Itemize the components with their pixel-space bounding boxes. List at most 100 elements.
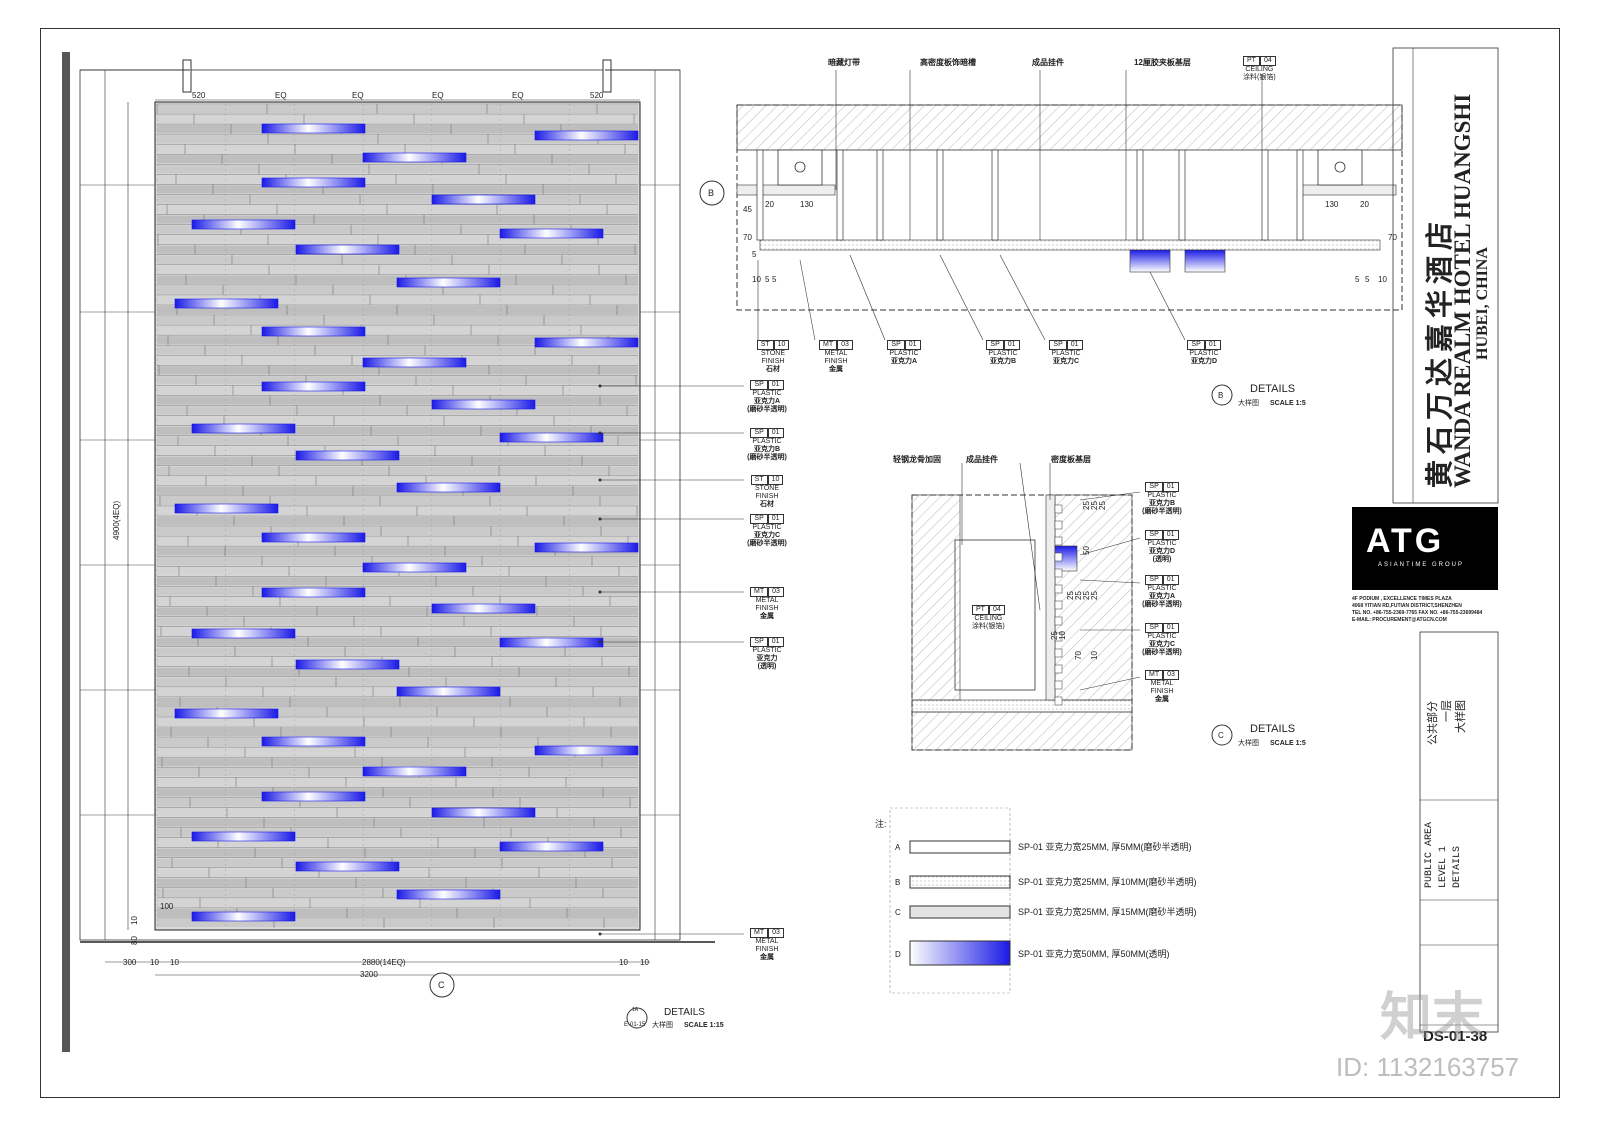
detail-b-tag-code: SP xyxy=(1049,340,1067,350)
acrylic-d-bar xyxy=(534,745,639,756)
slat-band xyxy=(157,798,638,807)
detail-c-slat-profile xyxy=(1054,680,1063,690)
detail-b-dim-2: 130 xyxy=(800,200,814,209)
slat-band xyxy=(157,597,638,606)
detail-c-top-label-0: 轻钢龙骨加固 xyxy=(893,455,941,464)
detail-b-dim-5: 5 xyxy=(765,275,770,284)
detail-b-mark: B xyxy=(1218,391,1224,400)
callout-cn: 亚克力A xyxy=(753,398,781,405)
slat-band xyxy=(157,235,638,244)
detail-b-frame xyxy=(736,104,1403,311)
detail-b-leaders xyxy=(757,70,1263,341)
acrylic-d-bars xyxy=(174,123,639,922)
detail-b-tag-code: SP xyxy=(887,340,905,350)
callout-label: PLASTIC xyxy=(752,390,782,397)
detail-b-tag-num: 01 xyxy=(1003,340,1020,350)
company-address-2: 4068 YITIAN RD,FUTIAN DISTRICT,SHENZHEN xyxy=(1352,603,1462,609)
detail-b-tag-label: METAL FINISH xyxy=(824,350,848,365)
callout-cn: 金属 xyxy=(760,954,774,961)
detail-c-dim-9: 25 xyxy=(1050,631,1059,640)
detail-b-hanger xyxy=(936,149,944,241)
detail-b-tag-num: 01 xyxy=(1204,340,1221,350)
elevation-scale: SCALE 1:15 xyxy=(684,1022,724,1029)
slat-band xyxy=(157,456,638,465)
detail-c-dim-7: 25 xyxy=(1066,591,1075,600)
callout-label: METAL FINISH xyxy=(755,597,779,612)
detail-b-tag-cn: 亚克力C xyxy=(1052,358,1080,365)
elevation-dim-top-5: 520 xyxy=(590,91,604,100)
detail-c-dim-11: 10 xyxy=(1090,651,1099,660)
acrylic-d-bar xyxy=(261,791,366,802)
callout-code: SP xyxy=(750,637,768,647)
detail-b-hanger xyxy=(1178,149,1186,241)
detail-b-hanger xyxy=(1136,149,1144,241)
acrylic-d-bar xyxy=(362,562,467,573)
detail-b-hanger xyxy=(1261,149,1269,241)
callout-label: PLASTIC xyxy=(752,647,782,654)
slat-band xyxy=(157,195,638,204)
section-b-mark xyxy=(699,180,725,206)
detail-c-tag-label: PLASTIC xyxy=(1147,540,1177,547)
detail-b-tag-cn: 亚克力A xyxy=(890,358,918,365)
detail-b-hanger xyxy=(756,149,764,241)
elevation-dim-top-2: EQ xyxy=(352,91,364,100)
slat-band xyxy=(157,165,638,174)
legend-frame xyxy=(889,807,1011,994)
slat-band xyxy=(157,647,638,656)
acrylic-d-bar xyxy=(534,337,639,348)
acrylic-d-bar xyxy=(261,587,366,598)
callout-leader-dot xyxy=(598,590,602,594)
elevation-title-cn: 大样图 xyxy=(652,1022,673,1029)
detail-c-ceiling-cn: 涂料(银箔) xyxy=(972,623,1005,630)
acrylic-d-bar xyxy=(499,432,604,443)
company-address-1: 4F PODIUM , EXCELLENCE TIMES PLAZA xyxy=(1352,596,1452,602)
detail-b-board xyxy=(759,239,1381,251)
slat-band xyxy=(157,717,638,727)
acrylic-d-bar xyxy=(362,152,467,163)
callout-code: ST xyxy=(750,475,768,485)
detail-c-side-leader xyxy=(1079,537,1141,556)
elevation-dim-bottom-0: 300 xyxy=(123,958,137,967)
slat-band xyxy=(157,125,638,134)
slat-band xyxy=(157,476,638,485)
slat-band xyxy=(157,446,638,455)
callout-leader-dot xyxy=(598,932,602,936)
elevation-dim-total: 3200 xyxy=(360,970,378,979)
slat-band xyxy=(157,627,638,636)
detail-b-tag-num: 01 xyxy=(1066,340,1083,350)
detail-c-tag-note: (磨砂半透明) xyxy=(1142,649,1182,656)
detail-c-dim-2: 25 xyxy=(1082,501,1091,510)
slat-band xyxy=(157,305,638,315)
elevation-dim-bottom-3: 2880(14EQ) xyxy=(362,958,406,967)
detail-b-top-label-0: 暗藏灯带 xyxy=(828,58,860,67)
slat-band xyxy=(157,537,638,546)
callout-leader-dot xyxy=(598,478,602,482)
callout-num: 01 xyxy=(767,428,784,438)
detail-b-dim-12: 5 xyxy=(1365,275,1370,284)
drawing-title-en-3: DETAILS xyxy=(1452,845,1463,888)
legend-swatch-d xyxy=(909,940,1011,966)
elevation-marker xyxy=(626,1007,648,1029)
drawing-title-en-2: LEVEL 1 xyxy=(1438,845,1449,888)
elevation-dim-height: 4900(4EQ) xyxy=(112,500,121,540)
slat-band xyxy=(157,265,638,274)
acrylic-d-bar xyxy=(174,708,279,719)
detail-b-hanger xyxy=(1296,149,1304,241)
acrylic-d-bar xyxy=(261,177,366,188)
detail-c-mark: C xyxy=(1218,731,1224,740)
detail-c-marker xyxy=(1211,724,1233,746)
detail-b-tag-code: SP xyxy=(986,340,1004,350)
sheet-border xyxy=(40,28,1560,1098)
acrylic-d-bar xyxy=(191,423,296,434)
detail-b-dim-8: 130 xyxy=(1325,200,1339,209)
detail-c-slat-profile xyxy=(1054,616,1063,626)
callout-cn: 亚克力B xyxy=(753,446,781,453)
slat-band xyxy=(157,667,638,676)
drawing-title-cn-3: 大样图 xyxy=(1455,700,1467,733)
legend-heading: 注: xyxy=(875,819,887,829)
watermark-brand: 知末 xyxy=(1380,989,1485,1047)
